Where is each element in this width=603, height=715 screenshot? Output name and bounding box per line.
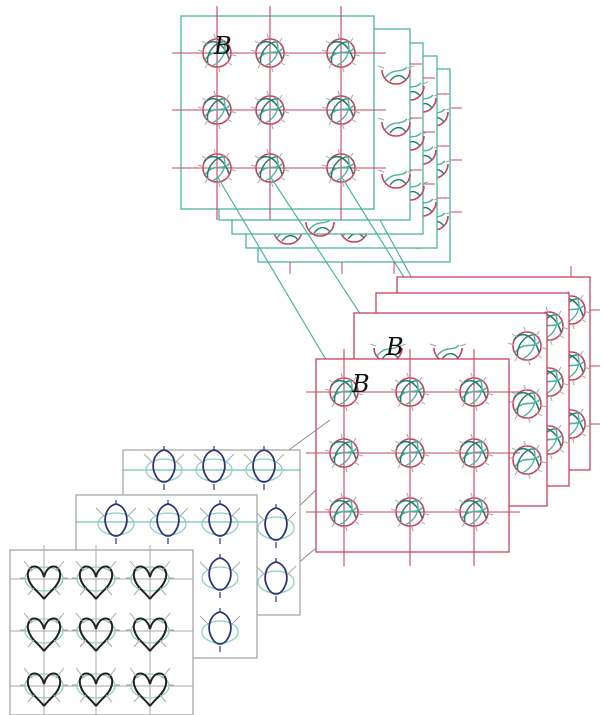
top-front-layer: B — [172, 6, 386, 220]
right-stack-label-b-back: B — [385, 333, 404, 361]
right-stack-label-b-front: B — [351, 370, 370, 398]
right-stack: B B — [306, 266, 600, 566]
top-stack-label-b: B — [213, 32, 232, 60]
bottom-front-layer — [9, 545, 194, 715]
top-stack: B — [172, 6, 462, 274]
bottom-stack — [9, 445, 301, 715]
right-front-layer: B — [306, 349, 520, 566]
